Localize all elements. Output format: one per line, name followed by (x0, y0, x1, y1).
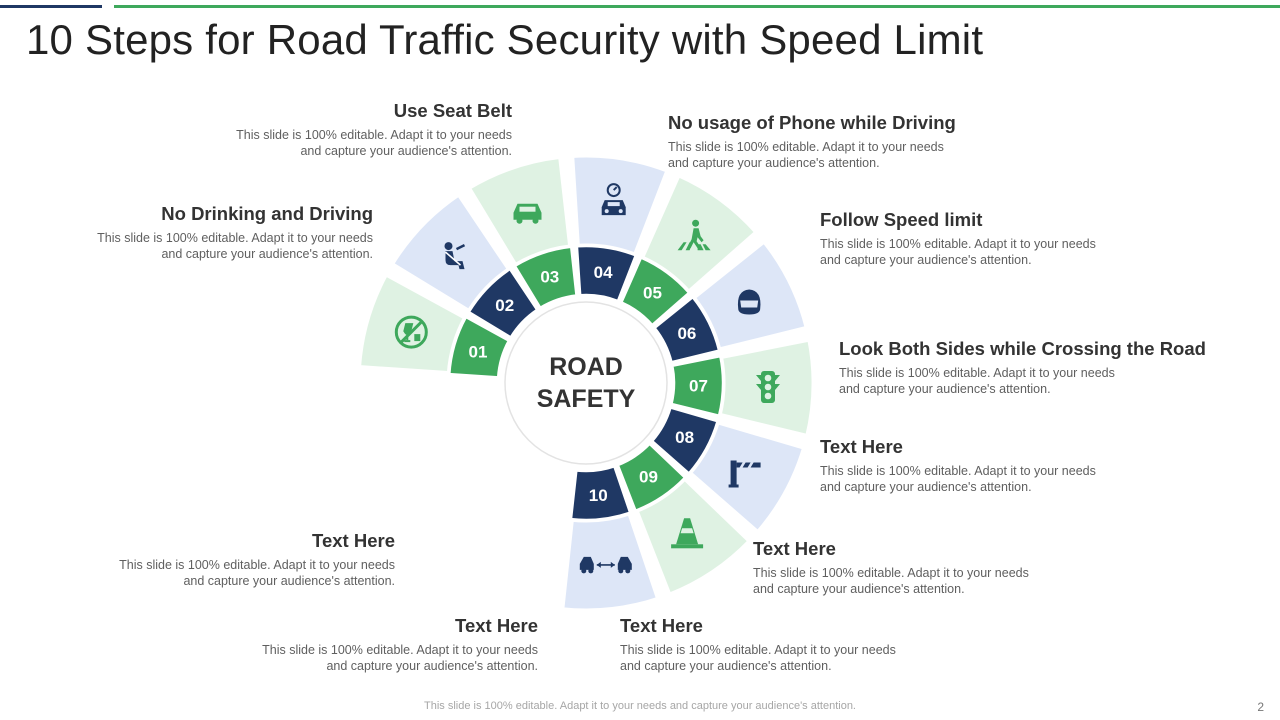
step-01-description: This slide is 100% editable. Adapt it to… (0, 230, 373, 262)
seat-belt-icon (444, 242, 466, 270)
step-01-desc-line2: and capture your audience's attention. (161, 247, 373, 261)
step-06-title: Text Here (820, 436, 903, 457)
step-01-block: No Drinking and Driving This slide is 10… (0, 203, 373, 262)
step-08-desc-line1: This slide is 100% editable. Adapt it to… (620, 643, 896, 657)
footer-note: This slide is 100% editable. Adapt it to… (424, 700, 856, 712)
wheel-hub (504, 301, 668, 465)
step-03-desc-line2: and capture your audience's attention. (668, 156, 880, 170)
wheel-sector-inner-03 (513, 245, 578, 310)
step-05-desc-line2: and capture your audience's attention. (839, 382, 1051, 396)
wheel-sector-inner-02 (467, 267, 539, 340)
step-07-block: Text Here This slide is 100% editable. A… (753, 538, 1253, 597)
wheel-sector-inner-10 (569, 464, 632, 522)
center-label-line1: ROAD (549, 353, 623, 381)
step-number-09: 09 (639, 468, 658, 487)
step-04-desc-line2: and capture your audience's attention. (820, 253, 1032, 267)
step-06-block: Text Here This slide is 100% editable. A… (820, 436, 1260, 495)
step-03-block: No usage of Phone while Driving This sli… (668, 112, 1188, 171)
step-08-desc-line2: and capture your audience's attention. (620, 659, 832, 673)
step-10-block: Text Here This slide is 100% editable. A… (0, 530, 395, 589)
step-01-desc-line1: This slide is 100% editable. Adapt it to… (97, 231, 373, 245)
step-02-desc-line2: and capture your audience's attention. (300, 144, 512, 158)
step-07-title: Text Here (753, 538, 836, 559)
center-label-line2: SAFETY (537, 385, 636, 413)
step-06-description: This slide is 100% editable. Adapt it to… (820, 463, 1260, 495)
step-number-10: 10 (589, 486, 608, 505)
car-icon (513, 203, 542, 224)
step-07-desc-line1: This slide is 100% editable. Adapt it to… (753, 566, 1029, 580)
step-05-description: This slide is 100% editable. Adapt it to… (839, 365, 1269, 397)
step-04-desc-line1: This slide is 100% editable. Adapt it to… (820, 237, 1096, 251)
step-09-block: Text Here This slide is 100% editable. A… (18, 615, 538, 674)
speedometer-car-icon (601, 183, 626, 216)
step-10-desc-line2: and capture your audience's attention. (183, 574, 395, 588)
step-09-desc-line1: This slide is 100% editable. Adapt it to… (262, 643, 538, 657)
step-04-title: Follow Speed limit (820, 209, 983, 230)
step-01-title: No Drinking and Driving (161, 203, 373, 224)
step-07-description: This slide is 100% editable. Adapt it to… (753, 565, 1253, 597)
step-number-08: 08 (675, 428, 694, 447)
step-04-description: This slide is 100% editable. Adapt it to… (820, 236, 1280, 268)
page-number: 2 (1257, 700, 1264, 714)
no-drinking-icon (394, 315, 428, 349)
step-09-description: This slide is 100% editable. Adapt it to… (18, 642, 538, 674)
barrier-gate-icon (728, 460, 761, 488)
step-02-block: Use Seat Belt This slide is 100% editabl… (0, 100, 512, 159)
step-09-title: Text Here (455, 615, 538, 636)
step-number-03: 03 (540, 268, 559, 287)
step-05-title: Look Both Sides while Crossing the Road (839, 338, 1206, 359)
traffic-cone-icon (671, 518, 704, 549)
step-10-desc-line1: This slide is 100% editable. Adapt it to… (119, 558, 395, 572)
step-02-title: Use Seat Belt (393, 100, 512, 121)
wheel-sector-inner-01 (447, 315, 511, 379)
wheel-sector-inner-08 (650, 406, 720, 476)
step-09-desc-line2: and capture your audience's attention. (326, 659, 538, 673)
step-07-desc-line2: and capture your audience's attention. (753, 582, 965, 596)
step-06-desc-line1: This slide is 100% editable. Adapt it to… (820, 464, 1096, 478)
step-10-description: This slide is 100% editable. Adapt it to… (0, 557, 395, 589)
step-08-title: Text Here (620, 615, 703, 636)
step-number-04: 04 (594, 263, 613, 282)
step-03-description: This slide is 100% editable. Adapt it to… (668, 139, 1188, 171)
top-accent-bar-navy (0, 5, 102, 8)
step-number-07: 07 (689, 377, 708, 396)
helmet-icon (737, 289, 761, 315)
step-05-desc-line1: This slide is 100% editable. Adapt it to… (839, 366, 1115, 380)
pedestrian-crossing-icon (677, 219, 711, 251)
step-08-description: This slide is 100% editable. Adapt it to… (620, 642, 1140, 674)
step-number-05: 05 (643, 283, 662, 302)
car-distance-icon (579, 556, 632, 574)
step-08-block: Text Here This slide is 100% editable. A… (620, 615, 1140, 674)
step-05-block: Look Both Sides while Crossing the Road … (839, 338, 1269, 397)
step-number-06: 06 (677, 324, 696, 343)
step-number-01: 01 (469, 343, 488, 362)
step-02-desc-line1: This slide is 100% editable. Adapt it to… (236, 128, 512, 142)
step-10-title: Text Here (312, 530, 395, 551)
step-04-block: Follow Speed limit This slide is 100% ed… (820, 209, 1280, 268)
step-02-description: This slide is 100% editable. Adapt it to… (0, 127, 512, 159)
step-03-title: No usage of Phone while Driving (668, 112, 956, 133)
top-accent-bar-green (114, 5, 1280, 8)
step-03-desc-line1: This slide is 100% editable. Adapt it to… (668, 140, 944, 154)
traffic-light-icon (756, 371, 780, 403)
wheel-sector-inner-04 (575, 244, 638, 303)
step-06-desc-line2: and capture your audience's attention. (820, 480, 1032, 494)
page-title: 10 Steps for Road Traffic Security with … (26, 16, 984, 63)
step-number-02: 02 (495, 296, 514, 315)
